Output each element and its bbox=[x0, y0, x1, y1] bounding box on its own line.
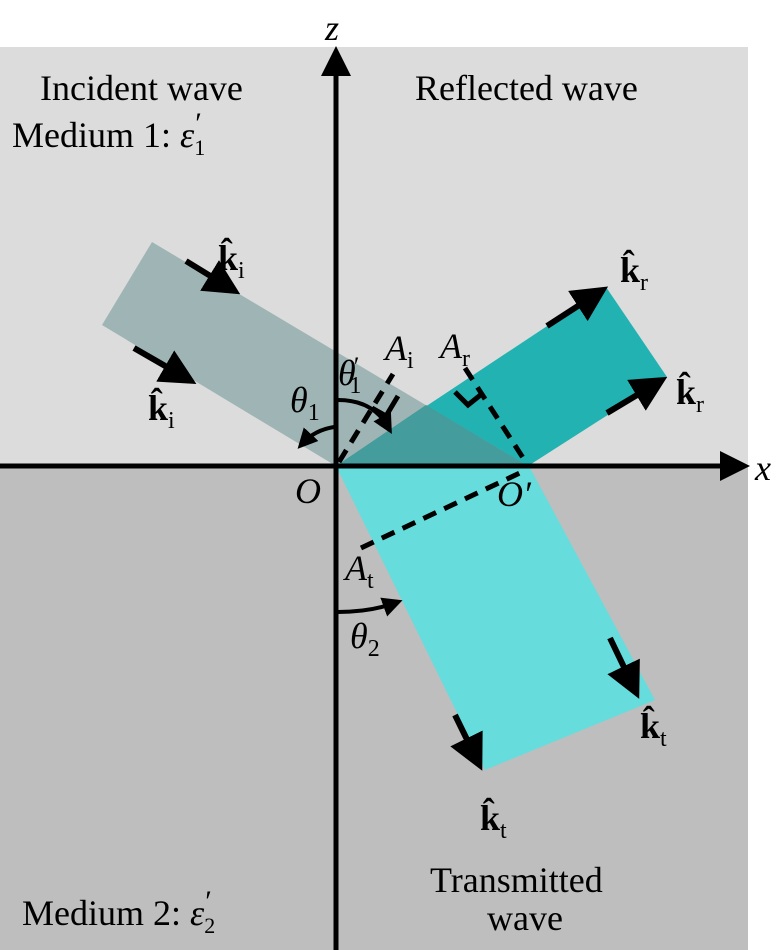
k-transmitted-label-2: k̂t bbox=[480, 797, 507, 844]
theta1-prime-label: θ′1 bbox=[338, 352, 361, 399]
wavefront-Ar bbox=[462, 366, 530, 466]
origin-prime-label: O′ bbox=[497, 474, 532, 514]
theta1-label: θ1 bbox=[290, 380, 320, 426]
theta1-arc bbox=[297, 425, 335, 449]
transmitted-wave-label-1: Transmitted bbox=[430, 860, 603, 900]
Ai-label: Ai bbox=[383, 328, 414, 374]
k-reflected-arrow-2 bbox=[605, 376, 668, 416]
x-axis-label: x bbox=[754, 448, 771, 488]
reflected-wave-label: Reflected wave bbox=[415, 68, 638, 108]
k-reflected-label-2: k̂r bbox=[676, 371, 704, 418]
wavefront-At bbox=[359, 468, 526, 551]
theta2-arc bbox=[337, 597, 403, 617]
incident-wave-label: Incident wave bbox=[40, 68, 243, 108]
k-incident-arrow-2 bbox=[132, 345, 197, 384]
k-incident-arrow-1 bbox=[184, 258, 241, 295]
beam-overlap bbox=[336, 405, 528, 466]
k-incident-label-1: k̂i bbox=[218, 237, 245, 284]
k-reflected-label-1: k̂r bbox=[620, 249, 648, 296]
transmitted-beam bbox=[336, 466, 655, 770]
k-transmitted-label-1: k̂t bbox=[640, 705, 667, 752]
Ar-label: Ar bbox=[438, 326, 470, 372]
transmitted-wave-label-2: wave bbox=[487, 898, 563, 938]
At-label: At bbox=[343, 548, 374, 594]
k-transmitted-arrow-1 bbox=[607, 636, 640, 699]
z-axis-label: z bbox=[324, 8, 339, 48]
medium2-label: Medium 2: ε2′ bbox=[22, 885, 215, 938]
origin-label: O bbox=[295, 471, 321, 511]
k-incident-label-2: k̂i bbox=[148, 387, 175, 434]
k-transmitted-arrow-2 bbox=[450, 713, 483, 771]
right-angle-Ar bbox=[453, 390, 485, 409]
theta2-label: θ2 bbox=[350, 616, 380, 662]
medium1-label: Medium 1: ε1′ bbox=[12, 107, 205, 160]
theta1-prime-arc bbox=[337, 398, 392, 434]
wavefront-Ai bbox=[336, 372, 396, 464]
k-reflected-arrow-1 bbox=[545, 286, 609, 329]
